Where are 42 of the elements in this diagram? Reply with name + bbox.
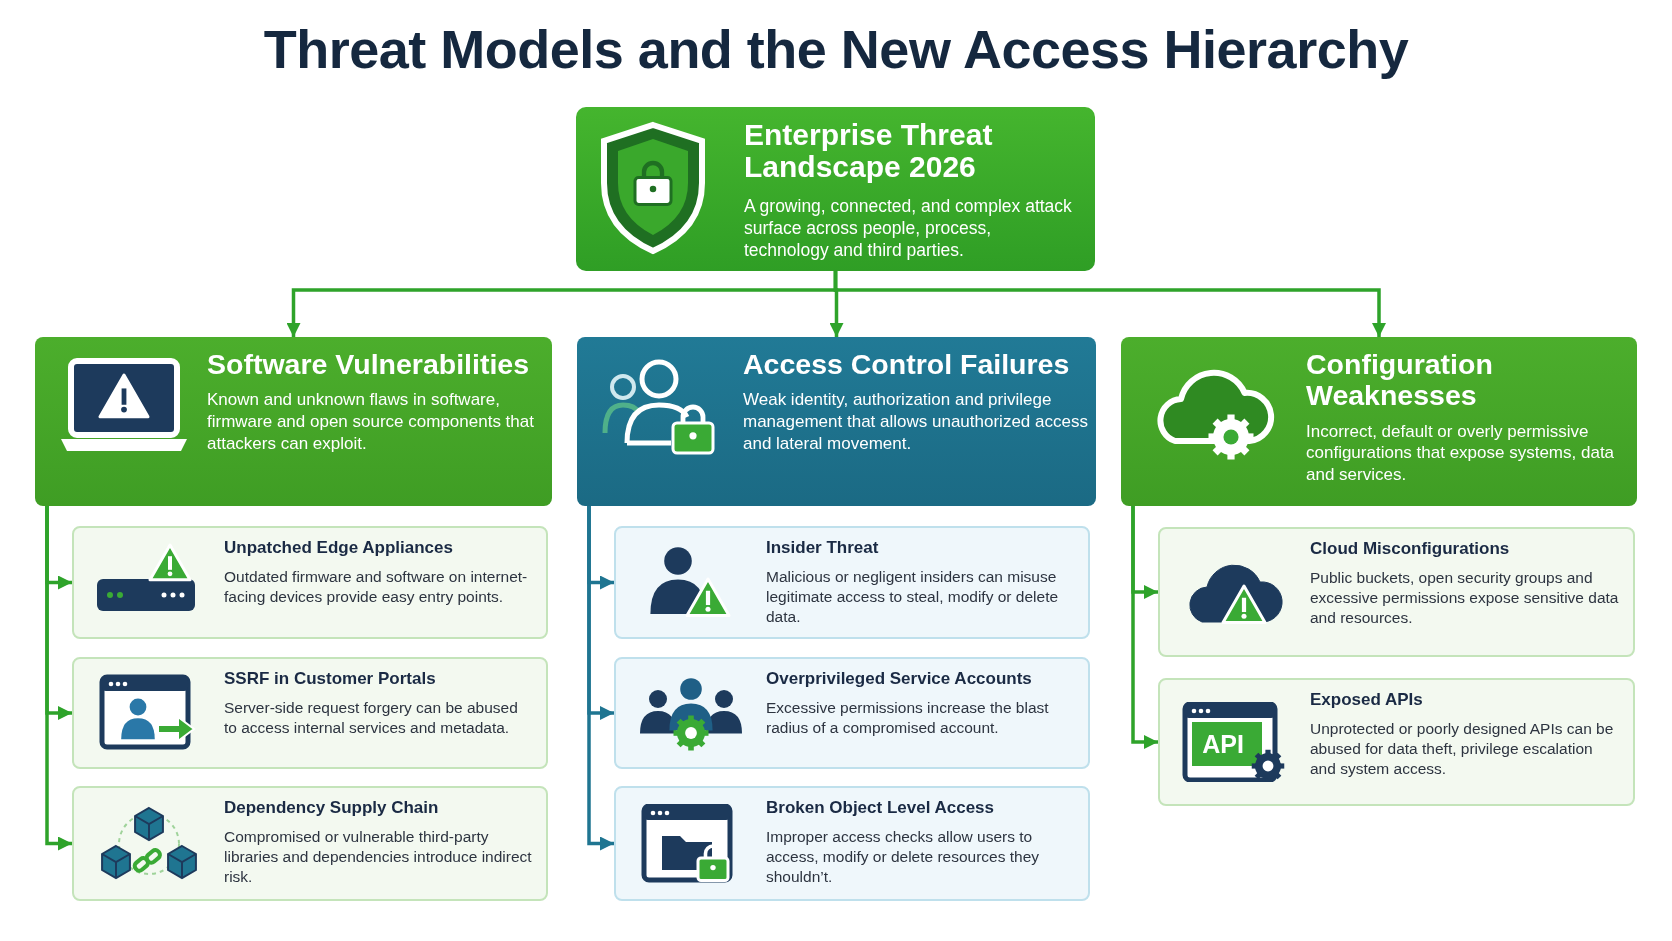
card-heading: Broken Object Level Access — [766, 798, 996, 819]
category-card — [35, 337, 552, 506]
card-description: Compromised or vulnerable third-party libraries and dependencies introduce indirect risk. — [224, 827, 533, 887]
card-description: Public buckets, open security groups and excessive permissions expose sensitive data and resources. — [1310, 568, 1620, 628]
card-heading: Software Vulnerabilities — [207, 349, 531, 381]
threat-card — [614, 657, 1090, 769]
card-heading: Configuration Weaknesses — [1306, 349, 1494, 412]
threat-card — [1158, 678, 1635, 806]
connector-arrow — [45, 506, 72, 851]
card-description: A growing, connected, and complex attack surface across people, process, technology and third parties. — [744, 195, 1073, 262]
card-heading: Enterprise Threat Landscape 2026 — [744, 119, 994, 184]
category-card — [577, 337, 1096, 506]
card-description: Weak identity, authorization and privilege management that allows unauthorized access and lateral movement. — [743, 389, 1088, 455]
threat-card — [614, 526, 1090, 639]
card-description: Unprotected or poorly designed APIs can be abused for data theft, privilege escalation and system access. — [1310, 719, 1615, 779]
card-heading: Cloud Misconfigurations — [1310, 539, 1511, 560]
threat-card — [1158, 527, 1635, 657]
card-description: Outdated firmware and software on internet-facing devices provide easy entry points. — [224, 567, 529, 608]
icon-label: API — [1201, 728, 1245, 760]
card-heading: Overprivileged Service Accounts — [766, 669, 1033, 690]
card-heading: Unpatched Edge Appliances — [224, 538, 454, 559]
card-heading: Dependency Supply Chain — [224, 798, 440, 819]
card-description: Known and unknown flaws in software, firmware and open source components that attackers can exploit. — [207, 389, 535, 455]
card-heading: Exposed APIs — [1310, 690, 1424, 711]
landscape-card — [576, 107, 1095, 271]
card-description: Server-side request forgery can be abused to access internal services and metadata. — [224, 698, 519, 739]
connector-arrow — [587, 506, 614, 851]
threat-card — [72, 526, 548, 639]
card-description: Incorrect, default or overly permissive configurations that expose systems, data and services. — [1306, 420, 1616, 486]
card-description: Malicious or negligent insiders can misuse legitimate access to steal, modify or delete data. — [766, 567, 1060, 627]
connector-arrow — [833, 271, 1386, 337]
card-heading: Access Control Failures — [743, 349, 1071, 381]
card-description: Excessive permissions increase the blast radius of a compromised account. — [766, 698, 1050, 739]
card-description: Improper access checks allow users to access, modify or delete resources they shouldn’t. — [766, 827, 1041, 887]
category-card — [1121, 337, 1637, 506]
card-heading: Insider Threat — [766, 538, 880, 559]
threat-card — [72, 657, 548, 769]
threat-card — [72, 786, 548, 901]
connector-arrow — [1131, 506, 1158, 749]
card-heading: SSRF in Customer Portals — [224, 669, 437, 690]
diagram-title: Threat Models and the New Access Hierarchy — [262, 18, 1410, 80]
threat-card — [614, 786, 1090, 901]
